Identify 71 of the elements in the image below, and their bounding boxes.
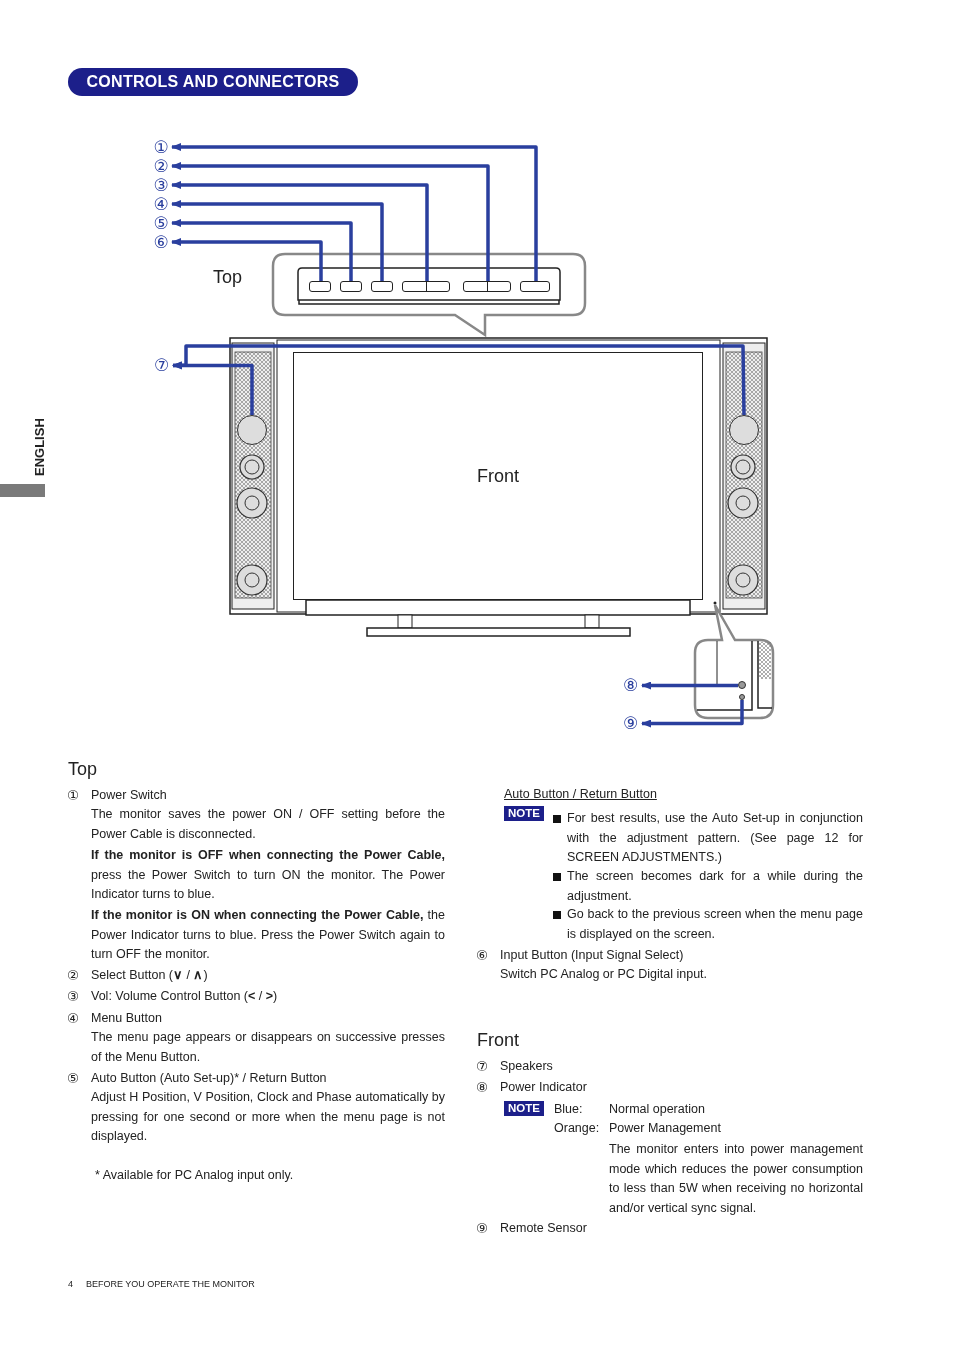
- note-text: Normal operation: [609, 1101, 706, 1118]
- arrow: [171, 219, 353, 281]
- subheading: Auto Button / Return Button: [504, 786, 658, 803]
- description-text: Switch PC Analog or PC Digital input.: [500, 966, 709, 983]
- monitor-screen: [293, 352, 703, 600]
- control-button: [520, 281, 550, 292]
- title-banner: CONTROLS AND CONNECTORS: [68, 68, 358, 96]
- item-number: ⑤: [67, 1069, 81, 1088]
- callout-number: ⑧: [621, 676, 640, 695]
- arrow: [171, 162, 490, 281]
- arrow: [171, 200, 384, 281]
- footnote-text: * Available for PC Analog input only.: [95, 1167, 295, 1184]
- description-text: The monitor saves the power ON / OFF setting before the Power Cable is disconnected.: [91, 806, 445, 843]
- description-text: If the monitor is ON when connecting the Power Cable, the Power Indicator turns to blue. Press the Power Switch again to turn OFF the monitor.: [91, 907, 445, 963]
- item-number: ⑧: [476, 1078, 490, 1097]
- callout-number: ③: [152, 176, 170, 194]
- note-text: Power Management: [609, 1120, 722, 1137]
- item-title: Auto Button (Auto Set-up)* / Return Button: [91, 1070, 328, 1087]
- callout-number: ⑥: [152, 233, 170, 251]
- arrow: [171, 143, 538, 281]
- section-heading: Front: [477, 1031, 520, 1051]
- description-text: Adjust H Position, V Position, Clock and Phase automatically by pressing for one second or more when the menu page is not displayed.: [91, 1089, 445, 1145]
- item-title: Remote Sensor: [500, 1220, 588, 1237]
- item-number: ③: [67, 987, 81, 1006]
- description-text: If the monitor is OFF when connecting the Power Cable, press the Power Switch to turn ON the monitor. The Power Indicator turns to blue.: [91, 847, 445, 903]
- callout-number: ①: [152, 138, 170, 156]
- note-badge: NOTE: [504, 1101, 544, 1116]
- arrow: [641, 700, 744, 728]
- callout-number: ④: [152, 195, 170, 213]
- view-label: Top: [213, 268, 244, 288]
- callout-number: ②: [152, 157, 170, 175]
- item-title: Power Switch: [91, 787, 168, 804]
- item-number: ⑨: [476, 1219, 490, 1238]
- arrow: [171, 181, 429, 281]
- control-button: [402, 281, 450, 292]
- callout-number: ⑨: [621, 714, 640, 733]
- page-number: 4: [68, 1278, 74, 1291]
- arrow: [171, 238, 323, 281]
- arrow: [172, 344, 746, 416]
- description-text: The monitor enters into power management mode which reduces the power consumption to less than 5W when receiving no horizontal and/or vertical sync signal.: [609, 1141, 863, 1217]
- item-number: ⑥: [476, 946, 490, 965]
- control-button: [309, 281, 331, 292]
- footer-text: BEFORE YOU OPERATE THE MONITOR: [86, 1278, 256, 1291]
- control-button: [463, 281, 511, 292]
- section-heading: Top: [68, 760, 99, 780]
- item-title: Power Indicator: [500, 1079, 588, 1096]
- control-button: [371, 281, 393, 292]
- note-badge: NOTE: [504, 806, 544, 821]
- side-tab-label: ENGLISH: [31, 418, 48, 476]
- description-text: The menu page appears or disappears on successive presses of the Menu Button.: [91, 1029, 445, 1066]
- item-title: Menu Button: [91, 1010, 163, 1027]
- item-title: Speakers: [500, 1058, 554, 1075]
- item-number: ②: [67, 966, 81, 985]
- arrow: [641, 681, 738, 690]
- item-title: Input Button (Input Signal Select): [500, 947, 685, 964]
- note-term: Blue:: [554, 1101, 584, 1118]
- bullet-text: Go back to the previous screen when the menu page is displayed on the screen.: [567, 906, 863, 943]
- callout-number: ⑦: [152, 356, 171, 375]
- bullet-text: For best results, use the Auto Set-up in conjunction with the adjustment pattern. (See page 12 for SCREEN ADJUSTMENTS.): [567, 810, 863, 866]
- item-title: Select Button (∨ / ∧): [91, 967, 209, 984]
- item-title: Vol: Volume Control Button (< / >): [91, 988, 279, 1005]
- remote-sensor: [739, 694, 745, 700]
- control-button: [340, 281, 362, 292]
- note-term: Orange:: [554, 1120, 601, 1137]
- bullet-text: The screen becomes dark for a while during the adjustment.: [567, 868, 863, 905]
- item-number: ①: [67, 786, 81, 805]
- power-indicator-lamp: [738, 681, 746, 689]
- screen-label: Front: [477, 465, 519, 487]
- callout-number: ⑤: [152, 214, 170, 232]
- item-number: ④: [67, 1009, 81, 1028]
- item-number: ⑦: [476, 1057, 490, 1076]
